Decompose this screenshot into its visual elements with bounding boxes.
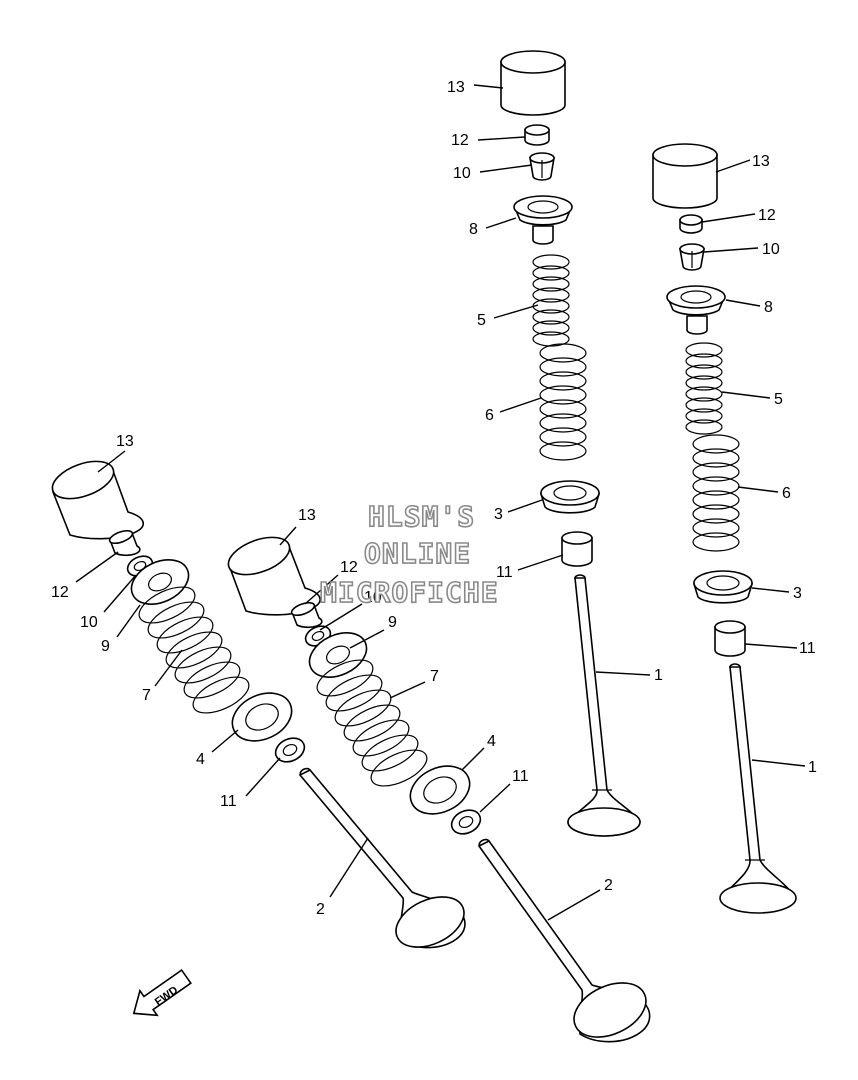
assembly-b [652,143,797,914]
leader-lines [75,84,806,921]
callout-valve-a: 1 [654,667,663,684]
callout-cotter-a: 10 [453,165,471,182]
arrow-down-left-icon [132,968,192,1017]
spring-retainer-c [130,559,190,605]
callout-oil-seal-a: 11 [496,564,513,581]
watermark: HLSM'S ONLINE MICROFICHE [319,499,499,610]
watermark-line-1: HLSM'S [368,500,475,533]
callout-oil-seal-d: 11 [512,768,529,785]
callout-retainer-c: 9 [101,638,110,655]
callout-valve-d: 2 [604,877,613,894]
valve-pad-a [524,124,550,146]
callout-cotter-d: 10 [364,589,382,606]
valve-lifter-d [227,536,321,616]
valve-pad-b [679,214,703,234]
callout-spring-c: 7 [142,687,151,704]
valve-cotter-a [529,152,555,181]
callout-lifter-b: 13 [752,153,770,170]
valve-lifter-c [51,460,145,540]
oil-seal-d [450,809,482,835]
assembly-d [227,536,651,1043]
spring-seat-c [231,692,293,742]
spring-retainer-b [666,285,726,335]
callout-valve-b: 1 [808,759,817,776]
callout-pad-a: 12 [451,132,469,149]
callout-spring-d: 7 [430,668,439,685]
callout-inner-spring-b: 5 [774,391,783,408]
assembly-a [500,50,641,837]
callout-pad-b: 12 [758,207,776,224]
callout-inner-spring-a: 5 [477,312,486,329]
watermark-line-2: ONLINE [364,537,471,570]
callout-outer-spring-b: 6 [782,485,791,502]
callout-seat-a: 3 [494,506,503,523]
callout-retainer-a: 8 [469,221,478,238]
spring-seat-d [409,765,471,815]
callout-retainer-b: 8 [764,299,773,316]
valve-cotter-b [679,243,705,271]
callout-outer-spring-a: 6 [485,407,494,424]
inner-spring-a [532,254,570,347]
outer-spring-a [539,343,587,461]
oil-seal-b [714,620,746,657]
callout-seat-c: 4 [196,751,205,768]
callout-cotter-b: 10 [762,241,780,258]
oil-seal-a [561,531,593,567]
fwd-indicator: FWD [132,968,192,1017]
valve-pad-c [108,529,141,557]
callout-retainer-d: 9 [388,614,397,631]
spring-seat-a [539,480,601,514]
valve-b [719,663,797,914]
callout-pad-d: 12 [340,559,358,576]
callout-lifter-c: 13 [116,433,134,450]
oil-seal-c [274,737,306,763]
spring-retainer-a [513,195,573,245]
inner-spring-b [685,342,723,435]
spring-c [138,586,250,714]
callout-valve-c: 2 [316,901,325,918]
watermark-line-3: MICROFICHE [320,576,499,609]
outer-spring-b [692,434,740,552]
valve-lifter-b [652,143,718,209]
callout-cotter-c: 10 [80,614,98,631]
valve-pad-d [290,601,323,629]
valve-c [298,767,466,949]
callout-oil-seal-b: 11 [799,640,816,657]
callout-seat-d: 4 [487,733,496,750]
callout-lifter-d: 13 [298,507,316,524]
callout-seat-b: 3 [793,585,802,602]
assembly-c [51,460,466,949]
callout-lifter-a: 13 [447,79,465,96]
callout-oil-seal-c: 11 [220,793,237,810]
valve-a [567,574,641,837]
valve-d [477,838,651,1043]
spring-d [316,659,428,787]
spring-seat-b [692,570,754,604]
spring-retainer-d [308,632,368,678]
callout-labels: 13 12 10 8 5 6 3 11 1 13 12 10 8 5 6 3 1… [51,79,817,918]
valve-lifter-a [500,50,566,116]
callout-pad-c: 12 [51,584,69,601]
